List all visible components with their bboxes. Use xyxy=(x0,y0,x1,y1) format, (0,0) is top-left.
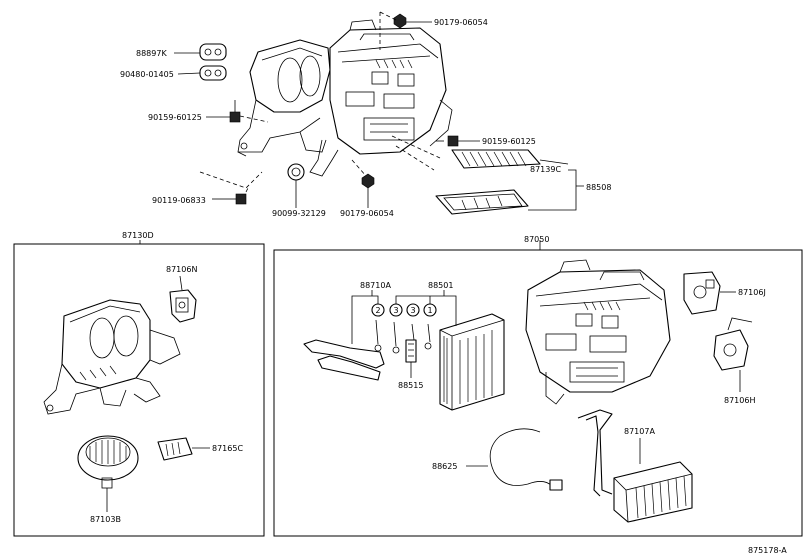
marker-3b: 3 xyxy=(410,306,415,315)
resistor-87165C-shape xyxy=(157,437,193,461)
label-87106J: 87106J xyxy=(738,288,766,297)
nut-90179-06054-top-shape xyxy=(393,13,407,29)
label-87106N: 87106N xyxy=(166,265,197,274)
evaporator-88501-shape xyxy=(439,313,505,411)
marker-circle-1: 1 xyxy=(423,303,437,317)
label-87139C: 87139C xyxy=(530,165,561,174)
label-87050: 87050 xyxy=(524,235,549,244)
marker-circle-3b: 3 xyxy=(406,303,420,317)
o-ring-shapes xyxy=(375,319,431,347)
guide-line-nut-bottom xyxy=(351,159,367,177)
grommet-90099-32129-shape xyxy=(287,163,305,181)
screw-90159-60125-left-shape xyxy=(229,100,241,123)
leader-87139C xyxy=(539,159,569,165)
label-87103B: 87103B xyxy=(90,515,121,524)
label-87106H: 87106H xyxy=(724,396,755,405)
label-88625: 88625 xyxy=(432,462,457,471)
marker-1: 1 xyxy=(427,306,432,315)
tube-88710A-shape xyxy=(303,339,385,381)
marker-circle-3a: 3 xyxy=(389,303,403,317)
heater-unit-assembly-87050-shape xyxy=(525,259,671,405)
leader-87106N xyxy=(179,275,183,291)
servo-87106J-shape xyxy=(683,271,721,315)
label-90179-06054-top: 90179-06054 xyxy=(434,18,488,27)
filter-87139C-shape xyxy=(451,149,541,169)
label-88897K: 88897K xyxy=(136,49,167,58)
label-87165C: 87165C xyxy=(212,444,243,453)
blower-case-shape xyxy=(43,299,181,415)
servo-87106H-shape xyxy=(713,317,753,371)
label-88501: 88501 xyxy=(428,281,453,290)
heater-unit-assembly-top xyxy=(237,19,453,177)
label-88508: 88508 xyxy=(586,183,611,192)
thermistor-88625-shape xyxy=(489,428,563,491)
marker-circle-2: 2 xyxy=(371,303,385,317)
servo-87106N-shape xyxy=(169,289,197,323)
frame-87050 xyxy=(273,249,803,537)
filter-case-shape xyxy=(435,189,529,215)
label-90099-32129: 90099-32129 xyxy=(272,209,326,218)
label-88710A: 88710A xyxy=(360,281,391,290)
guide-line-nut-top xyxy=(379,11,397,50)
label-88515: 88515 xyxy=(398,381,423,390)
label-90480-01405: 90480-01405 xyxy=(120,70,174,79)
label-90179-06054-bottom: 90179-06054 xyxy=(340,209,394,218)
leader-88501 xyxy=(395,290,457,326)
marker-3a: 3 xyxy=(393,306,398,315)
part-90480-01405-shape xyxy=(199,65,227,81)
leader-90480 xyxy=(177,72,201,75)
marker-2: 2 xyxy=(375,306,380,315)
label-90159-60125-left: 90159-60125 xyxy=(148,113,202,122)
expansion-valve-88515-shape xyxy=(405,339,417,363)
label-87107A: 87107A xyxy=(624,427,655,436)
heater-core-87107A-shape xyxy=(577,409,693,523)
part-88897K-shape xyxy=(199,43,227,61)
label-87130D: 87130D xyxy=(122,231,154,240)
blower-motor-87103B-shape xyxy=(77,435,139,489)
label-90119-06833: 90119-06833 xyxy=(152,196,206,205)
guide-line-screw-left xyxy=(239,115,269,123)
screw-90119-06833-shape xyxy=(226,193,247,205)
diagram-code: 875178-A xyxy=(748,546,787,555)
nut-90179-06054-bottom-shape xyxy=(361,173,375,189)
frame-87130D xyxy=(13,243,265,537)
leader-88508 xyxy=(528,169,584,211)
guide-line-screw-bottom xyxy=(199,171,263,193)
label-90159-60125-right: 90159-60125 xyxy=(482,137,536,146)
guide-line-filter xyxy=(391,135,441,171)
leader-88710A xyxy=(351,290,379,344)
